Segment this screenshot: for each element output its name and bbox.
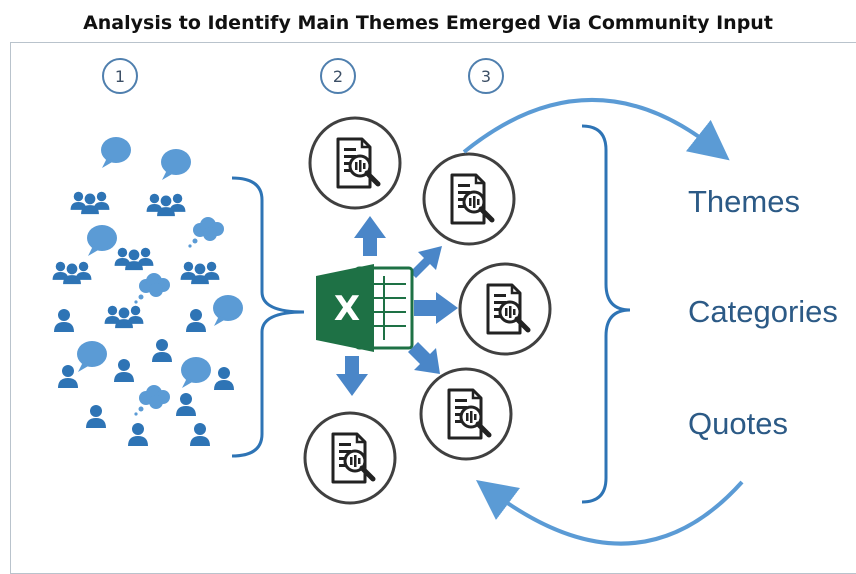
document-magnifier-icon — [460, 264, 550, 354]
output-categories: Categories — [688, 294, 838, 329]
speech-bubble-icon — [101, 137, 131, 168]
person-icon — [114, 359, 134, 382]
person-icon — [186, 309, 206, 332]
person-icon — [214, 367, 234, 390]
flow-arrows — [336, 216, 458, 396]
person-icon — [190, 423, 210, 446]
document-magnifier-icon — [424, 154, 514, 244]
person-icon — [54, 309, 74, 332]
people-group-icon — [147, 194, 186, 216]
arrow-up-right — [410, 246, 442, 278]
output-themes: Themes — [688, 184, 800, 219]
people-group-icon — [53, 262, 92, 284]
speech-bubble-icon — [161, 149, 191, 180]
person-icon — [86, 405, 106, 428]
speech-bubble-icon — [87, 225, 117, 256]
step-2-badge: 2 — [320, 58, 356, 94]
arrow-up — [354, 216, 386, 256]
document-magnifier-icon — [310, 118, 400, 208]
excel-spreadsheet-icon — [316, 264, 414, 352]
person-icon — [176, 393, 196, 416]
arrow-right — [414, 292, 458, 324]
curved-arrow-top — [462, 98, 730, 161]
person-icon — [152, 339, 172, 362]
speech-bubble-icon — [77, 341, 107, 372]
speech-bubble-icon — [213, 295, 243, 326]
step-3-badge: 3 — [468, 58, 504, 94]
people-group-icon — [105, 306, 144, 328]
people-group-icon — [115, 248, 154, 270]
speech-bubble-icon — [181, 357, 211, 388]
person-icon — [128, 423, 148, 446]
output-quotes: Quotes — [688, 406, 788, 441]
arrow-down-right — [408, 342, 440, 374]
document-magnifier-icon — [421, 369, 511, 459]
thought-bubble-icon — [188, 217, 224, 248]
excel-logo-letter: X — [333, 289, 361, 329]
people-group-icon — [71, 192, 110, 214]
arrow-down — [336, 356, 368, 396]
diagram-canvas — [0, 98, 744, 546]
document-magnifier-icon — [305, 413, 395, 503]
page-title: Analysis to Identify Main Themes Emerged… — [83, 12, 773, 34]
curved-arrow-bottom — [475, 480, 744, 546]
step-1-badge: 1 — [102, 58, 138, 94]
thought-bubble-icon — [134, 273, 170, 304]
person-icon — [58, 365, 78, 388]
left-brace — [231, 176, 305, 458]
people-group-icon — [181, 262, 220, 284]
right-brace — [581, 124, 631, 504]
thought-bubble-icon — [134, 385, 170, 416]
